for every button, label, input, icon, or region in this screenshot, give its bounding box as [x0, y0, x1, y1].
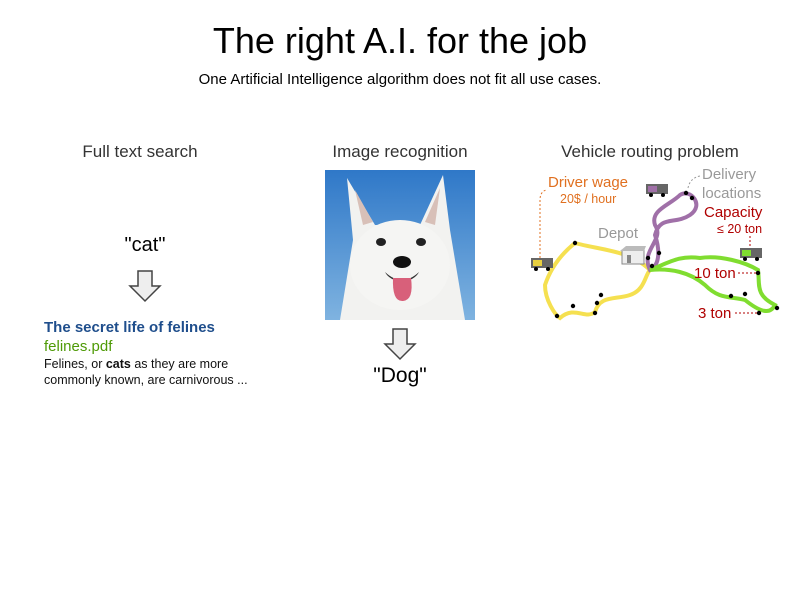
- search-result-snippet: Felines, or cats as they are more common…: [44, 356, 274, 388]
- truck-icon: [531, 258, 553, 271]
- snippet-text: as they are more commonly known, are car…: [44, 357, 248, 387]
- down-arrow-icon: [383, 328, 417, 361]
- snippet-highlight: cats: [105, 357, 131, 371]
- truck-icon: [740, 248, 762, 261]
- snippet-text: Felines, or: [44, 357, 106, 371]
- depot-building-icon: [620, 246, 646, 265]
- page-subtitle: One Artificial Intelligence algorithm do…: [198, 71, 602, 88]
- capacity-value: ≤ 20 ton: [717, 222, 763, 236]
- depot-label: Depot: [598, 225, 639, 242]
- capacity-label: Capacity: [704, 204, 763, 221]
- route-yellow: [542, 240, 653, 321]
- delivery-points: [554, 190, 780, 319]
- truck-icon: [646, 184, 668, 197]
- locations-label: locations: [702, 185, 762, 202]
- load-3-ton: 3 ton: [698, 305, 732, 322]
- heading-image-recognition: Image recognition: [332, 142, 468, 161]
- recognition-output: "Dog": [373, 364, 427, 387]
- search-result-title[interactable]: The secret life of felines: [44, 319, 215, 336]
- heading-full-text-search: Full text search: [82, 142, 198, 161]
- delivery-label: Delivery: [702, 166, 757, 183]
- dog-photo: [325, 170, 475, 320]
- driver-wage-value: 20$ / hour: [560, 192, 617, 206]
- page-title: The right A.I. for the job: [212, 20, 588, 61]
- heading-vehicle-routing: Vehicle routing problem: [561, 142, 739, 161]
- driver-wage-label: Driver wage: [548, 174, 629, 191]
- search-query: "cat": [124, 234, 166, 256]
- down-arrow-icon: [128, 270, 162, 303]
- search-result-file: felines.pdf: [44, 338, 113, 355]
- route-green: [649, 255, 778, 313]
- load-10-ton: 10 ton: [694, 265, 736, 282]
